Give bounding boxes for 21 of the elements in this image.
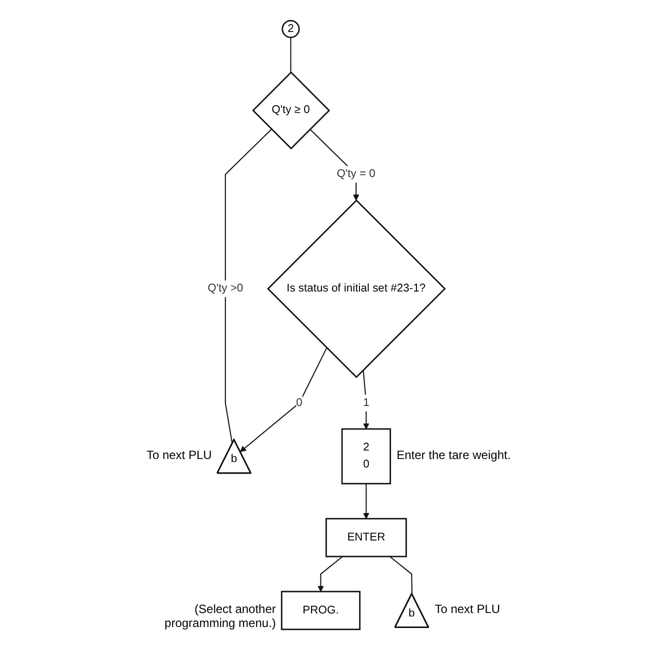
node-note: To next PLU xyxy=(146,448,212,462)
node-box: ENTER xyxy=(326,518,408,558)
connector xyxy=(390,556,413,594)
node-note: Enter the tare weight. xyxy=(396,448,511,462)
arrow xyxy=(240,348,328,452)
connector xyxy=(290,37,292,72)
node-note: (Select another programming menu.) xyxy=(164,602,276,630)
edge-label: 0 xyxy=(296,396,303,409)
arrow xyxy=(363,484,370,519)
arrow xyxy=(318,556,344,592)
edge-label: Q'ty = 0 xyxy=(337,168,376,180)
edge-label: Q'ty >0 xyxy=(208,282,244,294)
connector xyxy=(225,128,272,444)
node-circle: 2 xyxy=(282,20,300,38)
node-box: PROG. xyxy=(281,590,361,630)
node-diamond: Q'ty ≥ 0 xyxy=(252,71,330,150)
arrow xyxy=(363,370,370,430)
node-note: To next PLU xyxy=(434,602,500,616)
edge-label: 1 xyxy=(363,396,370,409)
node-diamond: Is status of initial set #23-1? xyxy=(267,199,446,378)
node-box: 2 0 xyxy=(342,428,392,484)
